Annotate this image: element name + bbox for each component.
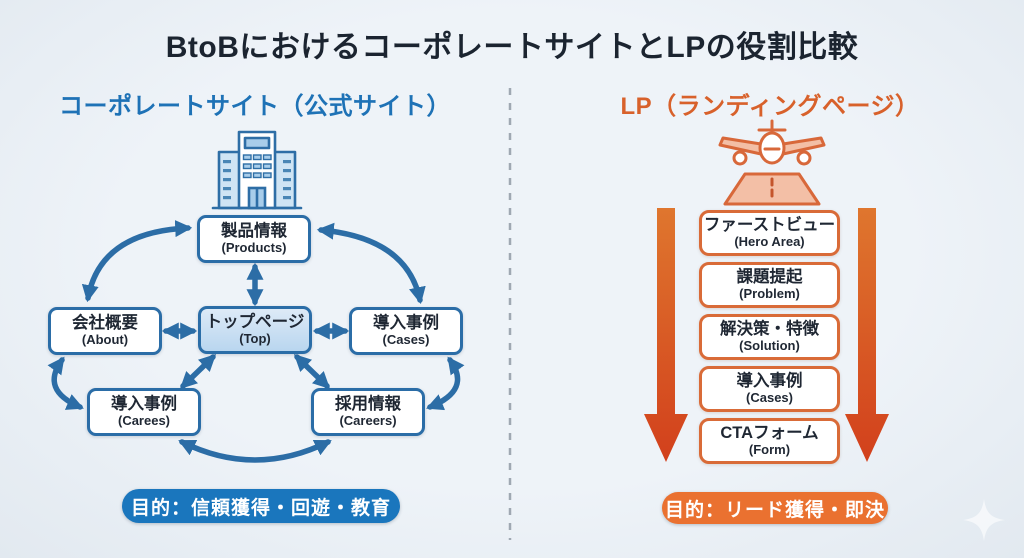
node-about-label-jp: 会社概要 [72,314,138,333]
lp-purpose-text: 目的：リード獲得・即決 [664,499,885,521]
airplane-landing-icon [707,118,837,213]
step-form-label-jp: CTAフォーム [720,424,819,443]
node-careers: 採用情報 (Careers) [311,388,425,436]
step-form: CTAフォーム (Form) [699,418,840,464]
node-careers-label-jp: 採用情報 [335,395,401,414]
node-products: 製品情報 (Products) [197,215,311,263]
step-solution-label-en: (Solution) [739,338,800,354]
step-problem-label-jp: 課題提起 [736,268,803,287]
corporate-site-heading: コーポレートサイト（公式サイト） [59,93,451,120]
office-building-icon [209,126,305,217]
sparkle-icon [963,499,1005,541]
node-cases-label-en: (Cases) [382,332,430,348]
scroll-arrow-right [845,208,889,462]
step-cases-label-jp: 導入事例 [736,372,803,391]
step-hero-label-jp: ファーストビュー [703,216,836,235]
node-cases: 導入事例 (Cases) [349,307,463,355]
node-cases2-label-en: (Carees) [117,413,171,429]
step-hero-label-en: (Hero Area) [734,234,805,250]
node-about-label-en: (About) [81,332,129,348]
step-solution-label-jp: 解決策・特徴 [720,320,819,339]
node-top-label-en: (Top) [239,331,271,347]
step-cases: 導入事例 (Cases) [699,366,840,412]
step-problem: 課題提起 (Problem) [699,262,840,308]
node-about: 会社概要 (About) [48,307,162,355]
step-problem-label-en: (Problem) [739,286,800,302]
step-cases-label-en: (Cases) [746,390,793,406]
node-products-label-en: (Products) [221,240,287,256]
step-solution: 解決策・特徴 (Solution) [699,314,840,360]
lp-purpose-badge: 目的：リード獲得・即決 [662,492,888,524]
node-top-page: トップページ (Top) [198,306,312,354]
node-careers-label-en: (Careers) [339,413,397,429]
step-form-label-en: (Form) [748,442,791,458]
node-cases-label-jp: 導入事例 [373,314,439,333]
corporate-purpose-text: 目的：信頼獲得・回遊・教育 [130,497,391,519]
site-flow-arrows [47,220,465,463]
lp-section-stack: ファーストビュー (Hero Area) 課題提起 (Problem) 解決策・… [699,210,840,464]
corporate-purpose-badge: 目的：信頼獲得・回遊・教育 [122,489,400,523]
node-products-label-jp: 製品情報 [221,222,287,241]
vertical-divider [508,88,512,540]
node-cases2-label-jp: 導入事例 [111,395,177,414]
lp-heading: LP（ランディングページ） [620,93,920,120]
page-title: BtoBにおけるコーポレートサイトとLPの役割比較 [165,31,859,64]
node-top-label-jp: トップページ [205,313,305,332]
step-hero: ファーストビュー (Hero Area) [699,210,840,256]
scroll-arrow-left [644,208,688,462]
node-cases2: 導入事例 (Carees) [87,388,201,436]
